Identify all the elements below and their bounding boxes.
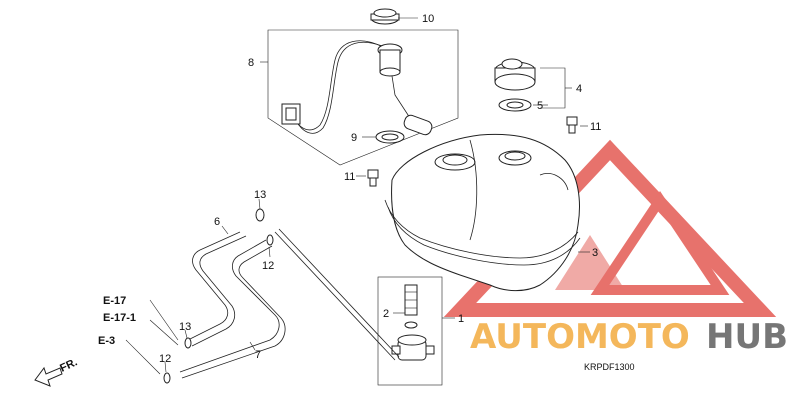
- callout-7: 7: [255, 349, 261, 361]
- ref-e17: E-17: [103, 295, 126, 307]
- watermark-text: AUTOMOTO HUB: [470, 317, 788, 357]
- callout-5: 5: [537, 100, 543, 112]
- fuel-hose-7: [179, 239, 286, 379]
- hose-clip-13-upper: [255, 208, 265, 222]
- callout-12-upper: 12: [262, 260, 274, 272]
- fuel-cock: [391, 284, 435, 361]
- callout-9: 9: [351, 132, 357, 144]
- hose-clip-12-upper: [266, 234, 274, 246]
- group-frame-fuel-unit: [267, 29, 459, 166]
- hose-clip-13-lower: [184, 337, 192, 349]
- fuel-tank: [384, 133, 581, 292]
- fuel-hose-6: [187, 231, 247, 347]
- watermark-part1: AUTOMOTO: [470, 317, 690, 357]
- callout-2: 2: [383, 308, 389, 320]
- front-label: FR.: [58, 356, 79, 374]
- callout-13-upper: 13: [254, 189, 266, 201]
- leader-lines: [125, 17, 590, 375]
- bolt-upper: [566, 116, 578, 134]
- group-frame-fuel-cock: [377, 276, 443, 386]
- callout-4: 4: [576, 83, 582, 95]
- fuel-gauge-sender: [281, 40, 433, 136]
- sender-gasket: [375, 130, 405, 144]
- callout-6: 6: [214, 216, 220, 228]
- callout-12-lower: 12: [159, 353, 171, 365]
- vent-tube: [274, 228, 400, 361]
- bolt-left: [367, 169, 379, 187]
- callout-1: 1: [458, 313, 464, 325]
- callout-3: 3: [592, 247, 598, 259]
- callout-8: 8: [248, 57, 254, 69]
- callout-11-left: 11: [344, 171, 355, 183]
- fuel-filler-cap: [494, 58, 536, 91]
- fuel-unit-cap: [370, 8, 400, 25]
- hose-clip-12-lower: [163, 372, 171, 384]
- callout-10: 10: [422, 13, 434, 25]
- callout-13-lower: 13: [179, 321, 191, 333]
- callout-11-upper: 11: [590, 121, 601, 133]
- front-direction-arrow: [34, 366, 63, 387]
- filler-cap-seal: [498, 98, 532, 112]
- diagram-code: KRPDF1300: [584, 362, 635, 372]
- watermark-part2: HUB: [706, 317, 788, 357]
- ref-e3: E-3: [98, 335, 115, 347]
- ref-e17-1: E-17-1: [103, 312, 136, 324]
